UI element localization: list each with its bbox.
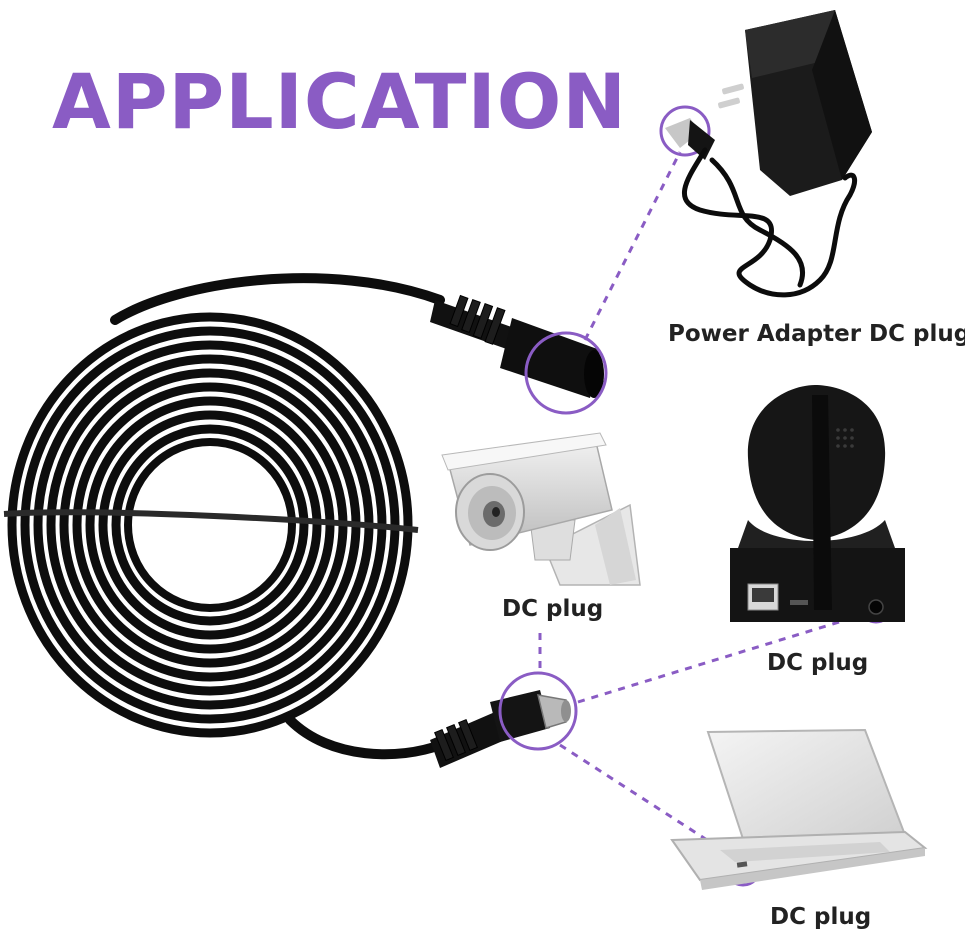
ip-camera-label: DC plug — [767, 650, 869, 676]
power-adapter-icon — [665, 10, 872, 298]
connector-line-adapter — [583, 151, 682, 341]
highlight-circle-female-connector — [524, 331, 608, 415]
highlight-circle-adapter — [659, 105, 711, 157]
connector-lines — [538, 151, 863, 862]
coiled-extension-cable-icon — [3, 273, 445, 760]
cctv-camera-label: DC plug — [502, 596, 604, 622]
page-title: APPLICATION — [52, 57, 627, 146]
power-adapter-label: Power Adapter DC plug — [668, 321, 965, 347]
highlight-circle-male-plug — [498, 671, 578, 751]
pan-tilt-camera-icon — [730, 385, 905, 622]
bullet-camera-icon — [441, 432, 641, 586]
female-dc-connector-icon — [430, 294, 604, 398]
laptop-icon — [670, 728, 928, 890]
laptop-label: DC plug — [770, 904, 872, 930]
